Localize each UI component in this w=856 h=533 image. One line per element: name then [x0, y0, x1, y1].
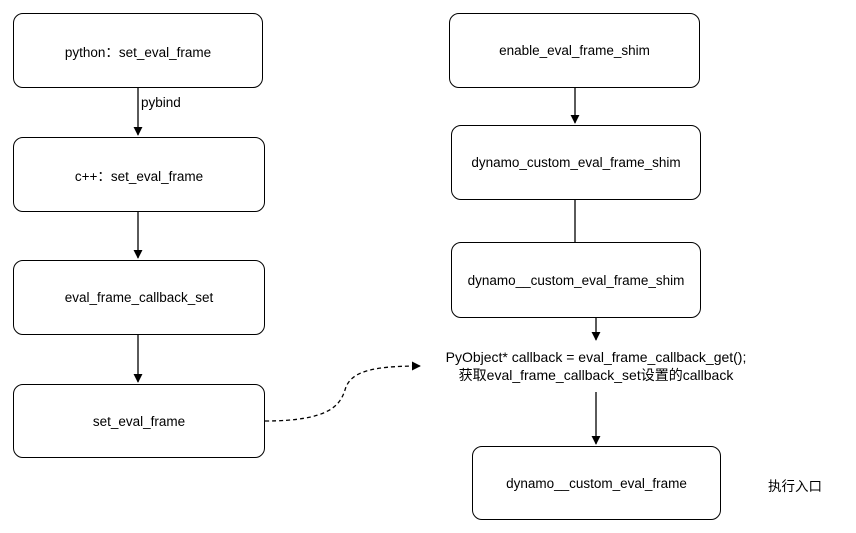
set-eval-frame-text: set_eval_frame [92, 413, 186, 429]
dashed-arrow-to-callback-get [264, 361, 421, 422]
set-eval-frame-node: set_eval_frame [13, 384, 265, 458]
python-set-eval-frame-text: python：set_eval_frame [64, 44, 212, 60]
pybind-label: pybind [141, 95, 181, 110]
eval-frame-callback-set-text: eval_frame_callback_set [64, 290, 214, 305]
cpp-set-eval-frame-node: c++：set_eval_frame [13, 137, 265, 212]
callback-get-line-1: PyObject* callback = eval_frame_callback… [445, 349, 747, 365]
eval-frame-callback-set-node: eval_frame_callback_set [13, 260, 265, 335]
python-set-eval-frame-node: python：set_eval_frame [13, 13, 263, 88]
callback-get-line-2: 获取eval_frame_callback_set设置的callback [458, 367, 734, 383]
dynamo-custom-eval-frame-shim-2-node: dynamo__custom_eval_frame_shim [451, 242, 701, 318]
dynamo-custom-eval-frame-shim-node: dynamo_custom_eval_frame_shim [451, 125, 701, 200]
callback-get-text-block: PyObject* callback = eval_frame_callback… [420, 348, 772, 384]
dynamo-custom-eval-frame-shim-text: dynamo_custom_eval_frame_shim [471, 155, 681, 170]
enable-eval-frame-shim-text: enable_eval_frame_shim [499, 43, 650, 58]
dynamo-custom-eval-frame-shim-2-text: dynamo__custom_eval_frame_shim [467, 272, 685, 288]
entry-point-label: 执行入口 [768, 479, 822, 494]
dynamo-custom-eval-frame-text: dynamo__custom_eval_frame [506, 475, 687, 491]
dynamo-custom-eval-frame-node: dynamo__custom_eval_frame [472, 446, 721, 520]
cpp-set-eval-frame-text: c++：set_eval_frame [74, 168, 204, 184]
enable-eval-frame-shim-node: enable_eval_frame_shim [449, 13, 700, 88]
